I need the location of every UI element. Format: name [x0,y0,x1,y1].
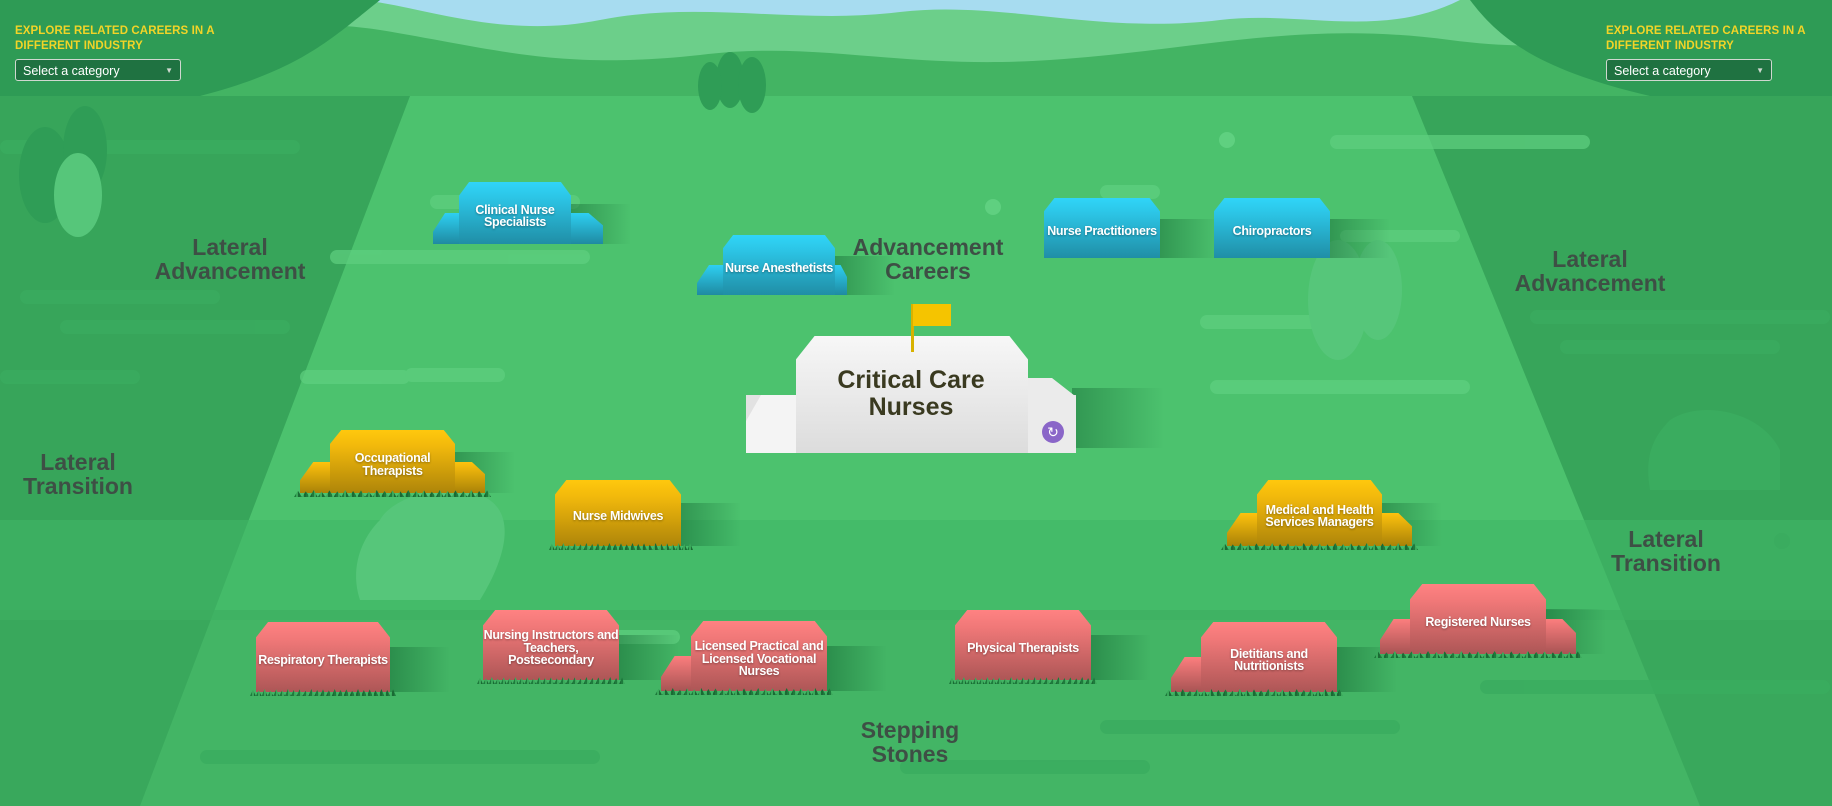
career-pedestal-label: Nursing Instructors and Teachers, Postse… [483,610,619,680]
career-pedestal-label: Occupational Therapists [330,430,455,493]
pedestal-shadow [390,646,450,692]
zone-advancement-careers: Advancement Careers [838,235,1018,283]
category-select-left[interactable]: Select a category ▼ [15,59,181,81]
zone-lateral-transition-left: Lateral Transition [10,450,146,498]
pedestal-step [831,265,847,295]
zone-label-line: Stones [871,741,949,767]
grass-decoration [1165,689,1343,696]
zone-stepping-stones: Stepping Stones [830,718,990,766]
pedestal-shadow [681,503,741,546]
career-pedestal-label: Physical Therapists [955,610,1091,680]
pedestal-step [697,265,727,295]
pedestal-step [300,461,334,493]
zone-label-line: Lateral [1628,526,1704,552]
career-pedestal-label: Licensed Practical and Licensed Vocation… [691,621,827,691]
zone-label-line: Transition [1611,550,1721,576]
explore-right: EXPLORE RELATED CAREERS IN A DIFFERENT I… [1606,24,1821,81]
explore-label-right: EXPLORE RELATED CAREERS IN A DIFFERENT I… [1606,25,1806,52]
center-career-pedestal[interactable]: Critical Care Nurses ↻ [746,304,1166,464]
pedestal-shadow [1072,388,1164,448]
grass-decoration [294,490,491,497]
grass-decoration [949,677,1097,684]
career-pedestal[interactable]: Medical and Health Services Managers [1221,480,1472,558]
career-pedestal[interactable]: Clinical Nurse Specialists [433,182,663,256]
career-pedestal[interactable]: Licensed Practical and Licensed Vocation… [655,621,887,703]
career-pedestal[interactable]: Occupational Therapists [294,430,545,505]
category-select-left-value: Select a category [23,64,120,78]
flag-pole [911,304,914,352]
pedestal-top [796,336,1028,453]
grass-decoration [1374,651,1582,658]
career-pedestal[interactable]: Nurse Midwives [549,480,747,558]
zone-label-line: Advancement [1514,270,1666,296]
career-pedestal[interactable]: Dietitians and Nutritionists [1165,622,1397,704]
zone-lateral-advancement-left: Lateral Advancement [150,235,310,283]
zone-label-line: Transition [23,473,133,499]
chevron-down-icon: ▼ [1756,66,1764,75]
pedestal-shadow [827,645,887,691]
grass-decoration [1221,543,1418,550]
career-pedestal-label: Chiropractors [1214,198,1330,258]
career-pedestal[interactable]: Chiropractors [1214,198,1394,270]
pedestal-shadow [1160,219,1220,258]
career-pedestal-label: Nurse Practitioners [1044,198,1160,258]
career-pedestal-label: Dietitians and Nutritionists [1201,622,1337,692]
career-pedestal-label: Nurse Anesthetists [723,235,835,295]
zone-lateral-advancement-right: Lateral Advancement [1510,247,1670,295]
pedestal-step [661,656,695,691]
flag-icon [913,304,951,326]
career-pedestal-label: Respiratory Therapists [256,622,390,692]
career-pedestal[interactable]: Nurse Anesthetists [697,235,907,307]
pedestal-shadow [1091,634,1151,680]
pedestal-step [433,213,463,244]
career-pedestal-label: Nurse Midwives [555,480,681,546]
center-career-title: Critical Care Nurses [837,366,985,421]
zone-label-line: Careers [885,258,971,284]
career-pedestal[interactable]: Nurse Practitioners [1044,198,1234,270]
career-pedestal-label: Clinical Nurse Specialists [459,182,571,244]
career-pedestal[interactable]: Registered Nurses [1374,584,1636,666]
zone-label-line: Lateral [1552,246,1628,272]
career-pedestal[interactable]: Nursing Instructors and Teachers, Postse… [477,610,679,692]
zone-label-line: Stepping [860,717,960,743]
pedestal-step [1380,619,1414,654]
zone-label-line: Lateral [192,234,268,260]
career-pedestal-label: Registered Nurses [1410,584,1546,654]
career-pedestal[interactable]: Physical Therapists [949,610,1151,692]
zone-label-line: Advancement [154,258,306,284]
career-pedestal-label: Medical and Health Services Managers [1257,480,1382,546]
pedestal-shadow [1330,219,1390,258]
category-select-right[interactable]: Select a category ▼ [1606,59,1772,81]
grass-decoration [250,689,396,696]
career-pedestal[interactable]: Respiratory Therapists [250,622,450,704]
zone-lateral-transition-right: Lateral Transition [1598,527,1734,575]
zone-label-line: Advancement [852,234,1004,260]
grass-decoration [477,677,625,684]
explore-left: EXPLORE RELATED CAREERS IN A DIFFERENT I… [15,24,230,81]
grass-decoration [655,688,833,695]
category-select-right-value: Select a category [1614,64,1711,78]
zone-label-line: Lateral [40,449,116,475]
pedestal-step [1171,657,1205,692]
grass-decoration [549,543,693,550]
chevron-down-icon: ▼ [165,66,173,75]
explore-label-left: EXPLORE RELATED CAREERS IN A DIFFERENT I… [15,25,215,52]
refresh-icon[interactable]: ↻ [1042,421,1064,443]
pedestal-step [1227,513,1261,546]
